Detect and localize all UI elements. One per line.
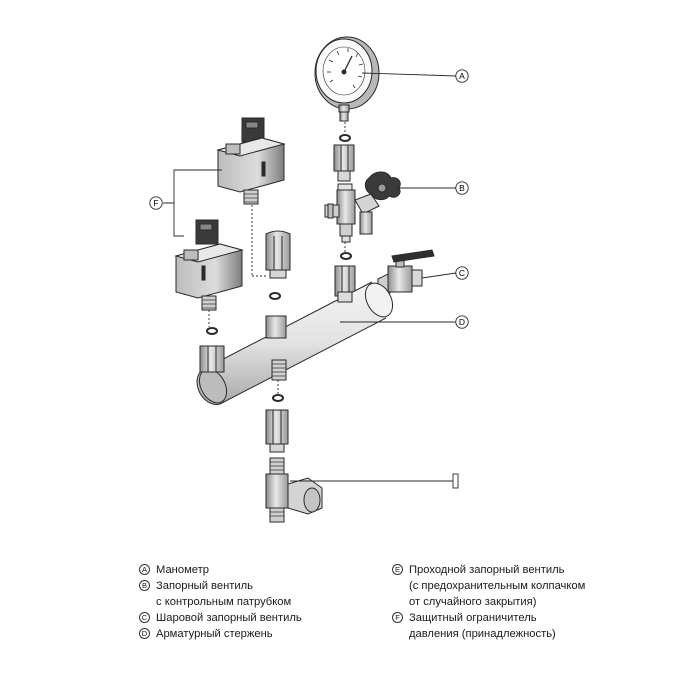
- legend-item-f: F Защитный ограничитель давления (принад…: [392, 610, 585, 642]
- callout-d: D: [455, 315, 469, 329]
- callout-a: A: [455, 69, 469, 83]
- fitting-bar: [196, 281, 394, 405]
- legend-badge: B: [139, 580, 150, 591]
- legend-text: от случайного закрытия): [409, 596, 537, 608]
- hex-nut: [333, 144, 355, 182]
- legend-badge: C: [139, 612, 150, 623]
- pressure-limiter-lower: [174, 219, 244, 311]
- hex-nut: [334, 265, 356, 297]
- seal-washer: [269, 292, 281, 300]
- legend-text: (с предохранительным колпачком: [409, 580, 586, 592]
- legend-left: A Манометр B Запорный вентиль с контроль…: [139, 562, 302, 642]
- seal-washer: [340, 252, 352, 260]
- shutoff-valve-test-port: [324, 171, 401, 243]
- legend-item-b: B Запорный вентиль с контрольным патрубк…: [139, 578, 302, 610]
- svg-text:C: C: [459, 268, 465, 278]
- cap-nut: [265, 230, 291, 279]
- legend-item-d: D Арматурный стержень: [139, 626, 302, 642]
- ball-shutoff-valve: [377, 249, 435, 300]
- svg-text:D: D: [459, 317, 465, 327]
- legend-text: с контрольным патрубком: [156, 596, 292, 608]
- legend-item-a: A Манометр: [139, 562, 302, 578]
- seal-washer: [206, 327, 218, 335]
- legend-badge: F: [392, 612, 403, 623]
- legend-badge: A: [139, 564, 150, 575]
- legend-item-c: C Шаровой запорный вентиль: [139, 610, 302, 626]
- legend-text: Защитный ограничитель: [409, 612, 537, 624]
- legend-item-e: E Проходной запорный вентиль (с предохра…: [392, 562, 585, 610]
- legend-badge: E: [392, 564, 403, 575]
- svg-text:A: A: [459, 71, 465, 81]
- assembly-guides: [208, 122, 346, 394]
- callout-e-marker: [452, 473, 459, 489]
- legend-right: E Проходной запорный вентиль (с предохра…: [392, 562, 585, 642]
- svg-text:B: B: [459, 183, 465, 193]
- legend-text: Проходной запорный вентиль: [409, 564, 565, 576]
- legend-text: давления (принадлежность): [409, 628, 556, 640]
- seal-washer: [339, 134, 351, 142]
- svg-text:F: F: [153, 198, 158, 208]
- pressure-limiter-upper: [216, 117, 286, 205]
- callout-leaders: [163, 72, 457, 482]
- hex-nut: [265, 409, 289, 453]
- straight-shutoff-valve: [265, 457, 323, 523]
- legend-text: Запорный вентиль: [156, 580, 254, 592]
- seal-washer: [272, 394, 284, 402]
- legend-text: Арматурный стержень: [156, 628, 273, 640]
- callout-b: B: [455, 181, 469, 195]
- callout-f: F: [149, 196, 163, 210]
- callout-c: C: [455, 266, 469, 280]
- pressure-gauge: [314, 36, 380, 122]
- legend-text: Шаровой запорный вентиль: [156, 612, 302, 624]
- legend-badge: D: [139, 628, 150, 639]
- legend-text: Манометр: [156, 564, 209, 576]
